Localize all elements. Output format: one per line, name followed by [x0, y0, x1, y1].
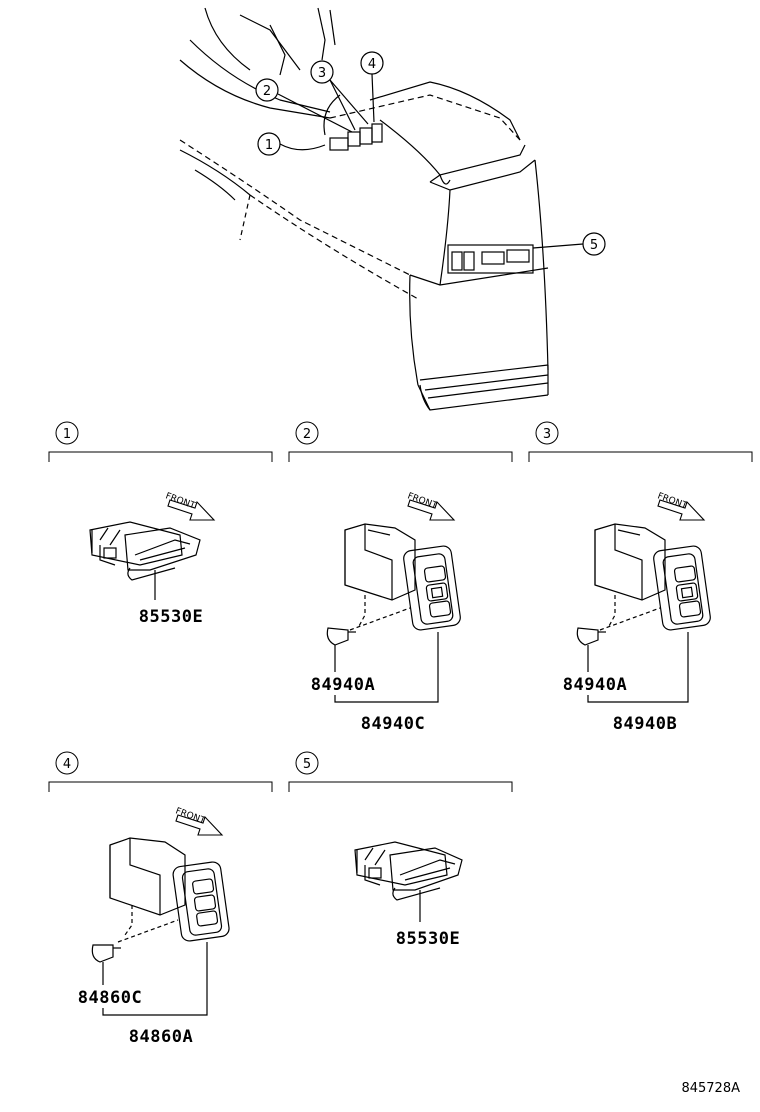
switch-84940C-sec2	[326, 523, 461, 703]
callout-label: 2	[263, 84, 271, 99]
callout-label: 1	[265, 138, 273, 153]
part-number: 85530E	[139, 607, 203, 627]
part-number: 84940B	[613, 714, 677, 734]
part-number: 84940A	[311, 675, 375, 695]
front-arrow-sec1: FRONT	[164, 491, 216, 521]
console-overview	[179, 7, 549, 411]
callout-label: 4	[368, 57, 376, 72]
switch-85530E-sec1	[89, 521, 201, 600]
overview-callouts	[255, 51, 606, 256]
part-number: 84940A	[563, 675, 627, 695]
section-number: 5	[303, 757, 311, 772]
figure-reference: 845728A	[681, 1081, 740, 1096]
section-numbers: 1 2 3 4 5	[63, 427, 551, 772]
part-number: 85530E	[396, 929, 460, 949]
part-number: 84860A	[129, 1027, 193, 1047]
switch-84860A-sec4	[91, 837, 230, 1016]
section-number: 2	[303, 427, 311, 442]
switch-85530E-sec5	[354, 841, 463, 922]
callout-label: 5	[590, 238, 598, 253]
section-number: 3	[543, 427, 551, 442]
section-headers	[48, 421, 753, 792]
section-number: 4	[63, 757, 71, 772]
front-arrow-sec3: FRONT	[656, 491, 706, 521]
part-number: 84860C	[78, 988, 142, 1008]
switch-84940B-sec3	[576, 523, 711, 703]
part-number: 84940C	[361, 714, 425, 734]
front-arrow-sec2: FRONT	[406, 491, 456, 521]
callout-label: 3	[318, 66, 326, 81]
section-number: 1	[63, 427, 71, 442]
overview-callout-labels: 2 3 4 1 5	[263, 57, 598, 253]
front-arrow-sec4: FRONT	[174, 806, 224, 836]
